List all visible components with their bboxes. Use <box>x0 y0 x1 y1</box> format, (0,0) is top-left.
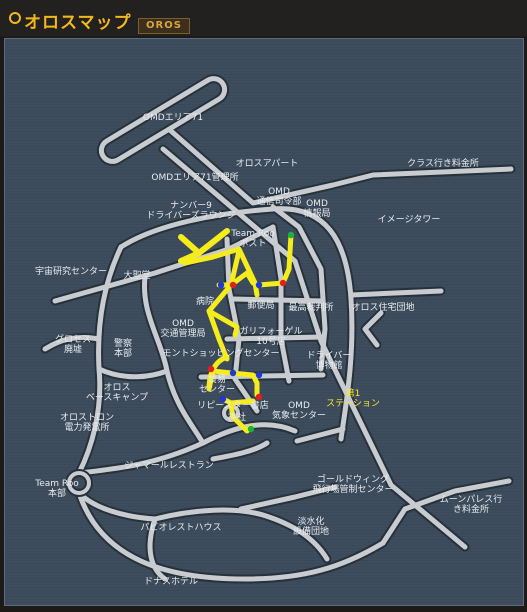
label-golden-wing-center: ゴールドウィング 飛行場管制センター <box>312 475 394 495</box>
label-station-1: 第1 ステーション <box>326 389 380 409</box>
label-great-cathedral: 大聖堂 <box>123 271 151 281</box>
label-team-roo-hq: Team Roo 本部 <box>35 479 79 499</box>
title-ring-icon <box>9 12 21 24</box>
label-galiphoel-store: ガリフォーゲル 10号店 <box>239 327 303 347</box>
route-path <box>182 232 294 434</box>
label-oros-tron-plant: オロストロン 電力発電所 <box>59 413 115 433</box>
label-omd-area71-office: OMDエリア71管理所 <box>151 173 239 183</box>
label-jamar-restaurant: ジャマールレストラン <box>124 461 214 471</box>
label-dnas-hotel: ドナスホテル <box>143 577 199 587</box>
label-supreme-court: 最高裁判所 <box>288 303 334 313</box>
label-class-toll: クラス行き料金所 <box>407 159 479 169</box>
label-oros-apartment: オロスアパート <box>235 159 299 169</box>
label-trade-center: 貿易 センター <box>198 375 236 395</box>
label-omd-intel-bureau: OMD 情報局 <box>303 199 331 219</box>
label-oros-residential-area: オロス住宅団地 <box>351 303 415 313</box>
label-omd-area71: OMDエリア71 <box>142 113 204 123</box>
label-shrine: 神社 <box>227 413 247 423</box>
label-omd-weather-center: OMD 気象センター <box>271 401 327 421</box>
label-omd-traffic-control: OMD 交通管理局 <box>160 319 206 339</box>
map-background <box>5 39 523 605</box>
label-oros-base-camp: オロス ベースキャンプ <box>85 383 149 403</box>
label-driver-museum: ドライバー 博物館 <box>306 351 352 371</box>
label-omd-comms-hq: OMD 通信司令部 <box>256 187 302 207</box>
label-hospital: 病院 <box>195 297 215 307</box>
label-grossess-base: グロセス 廃墟 <box>54 335 92 355</box>
label-pabiorest-house: パビオレストハウス <box>140 523 222 533</box>
label-image-tower: イメージタワー <box>377 215 441 225</box>
header-bar: オロスマップ OROS <box>0 0 527 36</box>
title-badge: OROS <box>138 18 190 34</box>
label-police-hq: 警察 本部 <box>113 339 133 359</box>
label-post-office: 郵便局 <box>247 301 275 311</box>
label-desalination-plant: 淡水化 設備団地 <box>292 517 330 537</box>
arrow-icon <box>178 228 230 264</box>
label-repeater-bookstore: リピースター書店 <box>197 401 269 411</box>
map-panel[interactable]: OMDエリア71 オロスアパート クラス行き料金所 OMDエリア71管理所 OM… <box>4 38 524 606</box>
label-moon-palace-toll: ムーンパレス行 き料金所 <box>439 495 503 515</box>
map-canvas[interactable] <box>5 39 523 605</box>
page-title: オロスマップ <box>24 13 132 33</box>
label-mont-shopping-center: モントショッピングセンター <box>162 349 280 359</box>
route-markers <box>207 231 295 433</box>
label-team-roo-post: Team Roo ポスト <box>231 229 275 249</box>
label-number9-lounge: ナンバー9 ドライバーズラウンジ <box>146 201 236 221</box>
label-space-research-center: 宇宙研究センター <box>34 267 108 277</box>
roads <box>42 76 514 582</box>
